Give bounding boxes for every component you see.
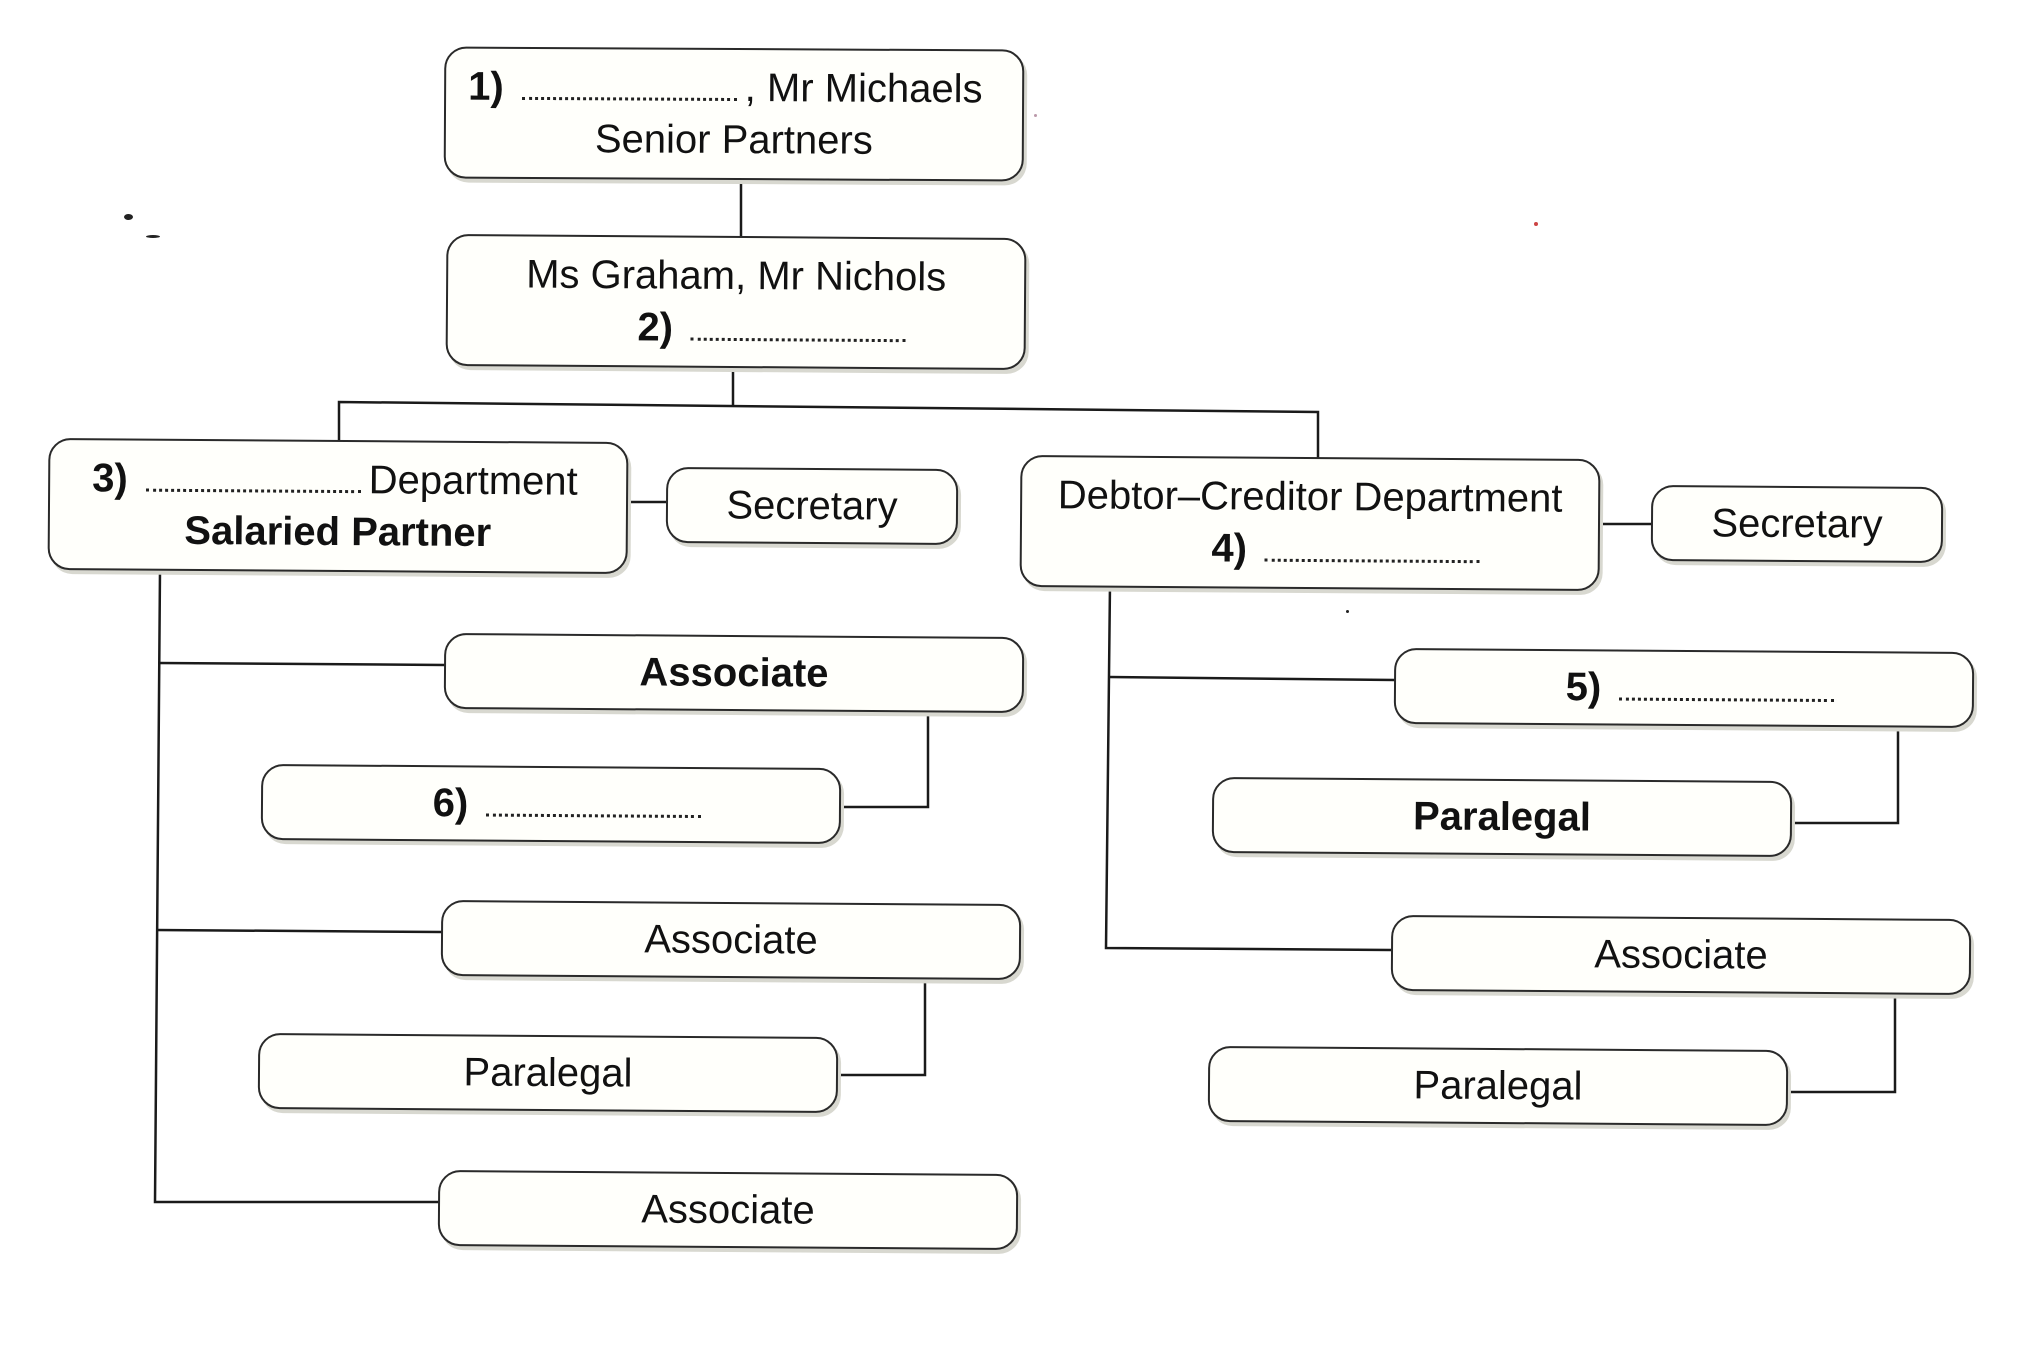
senior-partners-label: Senior Partners [594,117,873,163]
scan-speck [1346,610,1349,613]
right-paralegal-box: Paralegal [1207,1045,1789,1127]
left-secretary-box: Secretary [665,466,959,546]
associate-2-label: Associate [644,917,818,963]
scan-speck [1034,114,1037,117]
item-3-number: 3) [92,456,128,501]
item-1-number: 1) [468,64,504,109]
salaried-partner-label: Salaried Partner [184,508,492,556]
right-paralegal-label: Paralegal [1413,1063,1583,1109]
right-associate-box: Associate [1390,914,1972,996]
item-5-box: 5) [1393,647,1975,729]
left-paralegal-label: Paralegal [463,1050,633,1096]
item-6-box: 6) [260,763,842,845]
item-2-number: 2) [637,305,674,350]
left-paralegal-box: Paralegal [257,1032,839,1114]
right-paralegal-bold-label: Paralegal [1412,794,1592,840]
blank-3 [145,478,361,494]
item-4-number: 4) [1211,526,1248,571]
left-associate-1-box: Associate [443,632,1025,714]
left-secretary-label: Secretary [726,483,898,529]
scan-speck [124,214,133,220]
blank-1 [521,86,737,102]
right-associate-label: Associate [1594,932,1768,978]
debtor-creditor-label: Debtor–Creditor Department [1057,473,1563,521]
left-associate-2-box: Associate [440,899,1022,981]
right-secretary-label: Secretary [1711,501,1883,547]
partners-names: Ms Graham, Mr Nichols [526,252,947,300]
right-paralegal-bold-box: Paralegal [1211,776,1793,858]
senior-partners-box: 1) , Mr Michaels Senior Partners [443,46,1025,182]
blank-5 [1619,687,1835,703]
scan-speck [1534,222,1538,226]
associate-1-label: Associate [639,650,829,696]
associate-3-label: Associate [641,1187,815,1233]
right-department-box: Debtor–Creditor Department 4) [1019,454,1601,592]
left-department-box: 3) Department Salaried Partner [47,437,629,575]
blank-4 [1265,548,1481,564]
blank-6 [486,803,702,819]
blank-2 [691,327,907,343]
right-secretary-box: Secretary [1650,484,1944,564]
scan-speck [146,235,160,238]
item-5-number: 5) [1565,665,1602,710]
left-associate-3-box: Associate [437,1169,1019,1251]
item-6-number: 6) [432,781,469,826]
partners-box: Ms Graham, Mr Nichols 2) [445,233,1027,371]
senior-partner-name: , Mr Michaels [744,66,983,112]
department-label: Department [368,458,578,504]
